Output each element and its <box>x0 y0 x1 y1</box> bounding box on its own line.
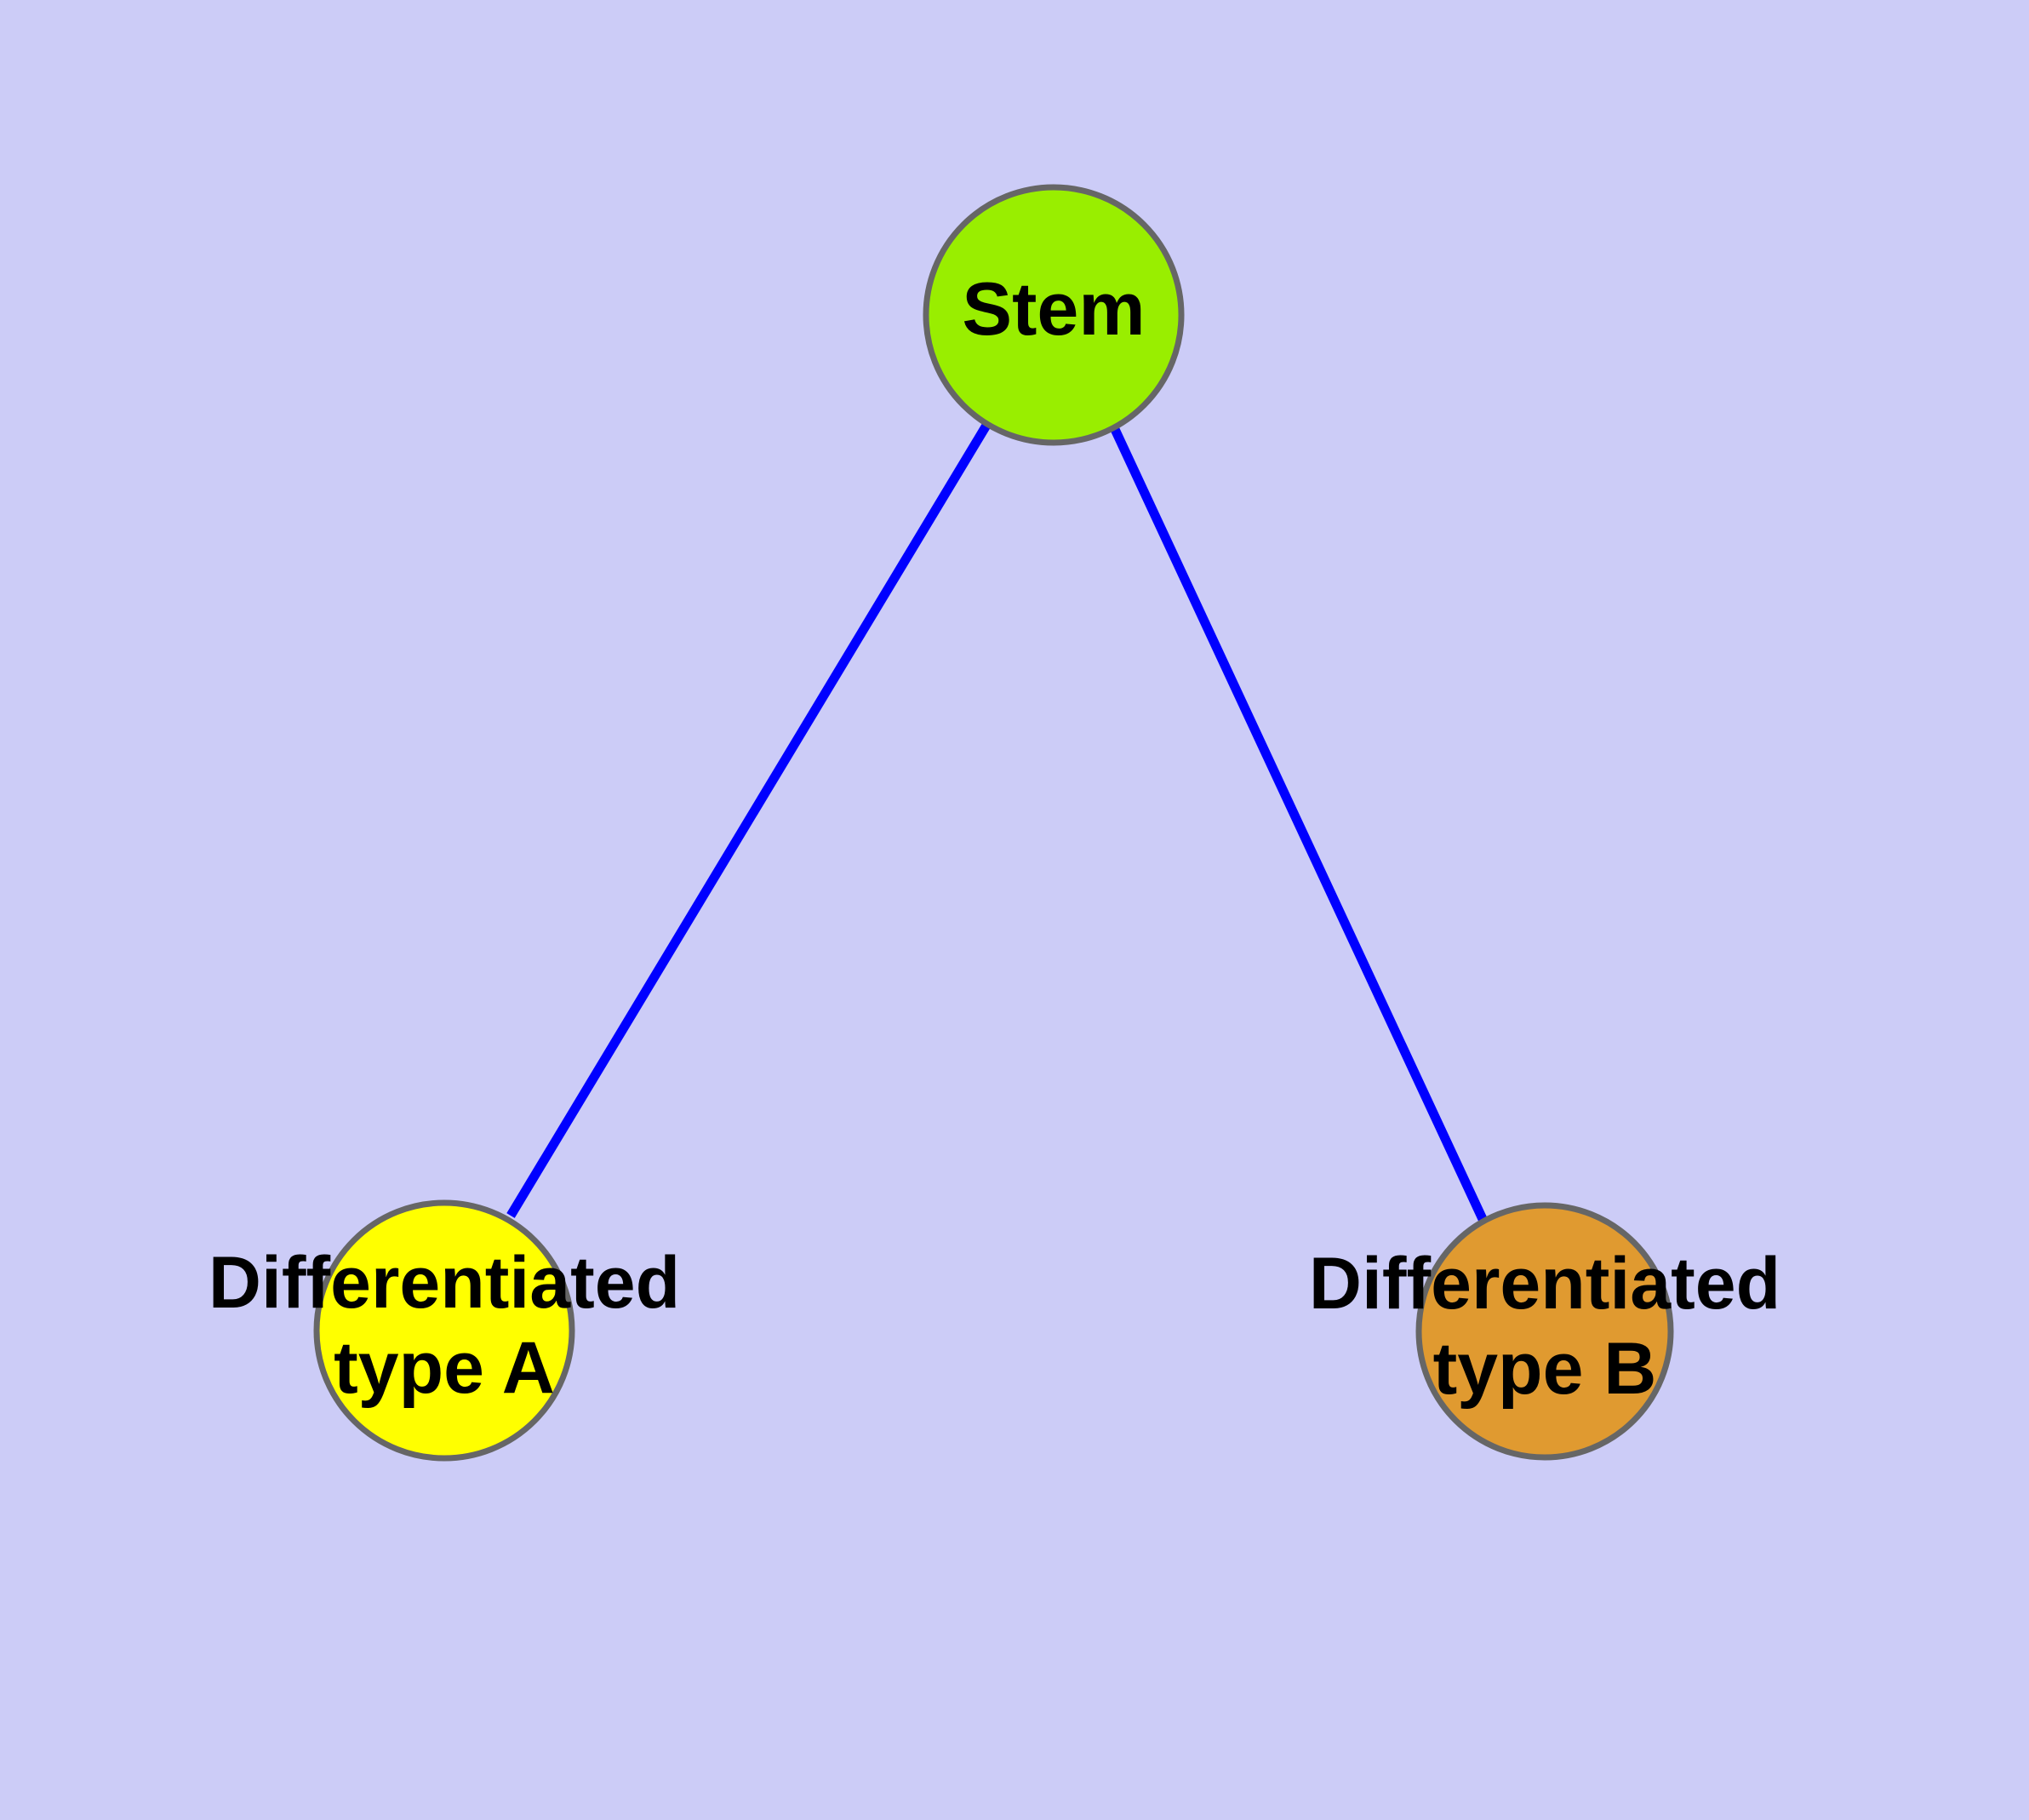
node-label-stem: Stem <box>962 266 1145 351</box>
node-circle-diff-a[interactable] <box>313 1199 575 1462</box>
edge-stem-to-b <box>1109 423 1487 1222</box>
node-circle-stem[interactable] <box>923 184 1185 446</box>
node-stem[interactable]: Stem <box>923 184 1185 446</box>
edge-stem-to-a <box>506 421 992 1218</box>
edges-group <box>506 421 1487 1222</box>
node-circle-diff-b[interactable] <box>1415 1202 1674 1461</box>
